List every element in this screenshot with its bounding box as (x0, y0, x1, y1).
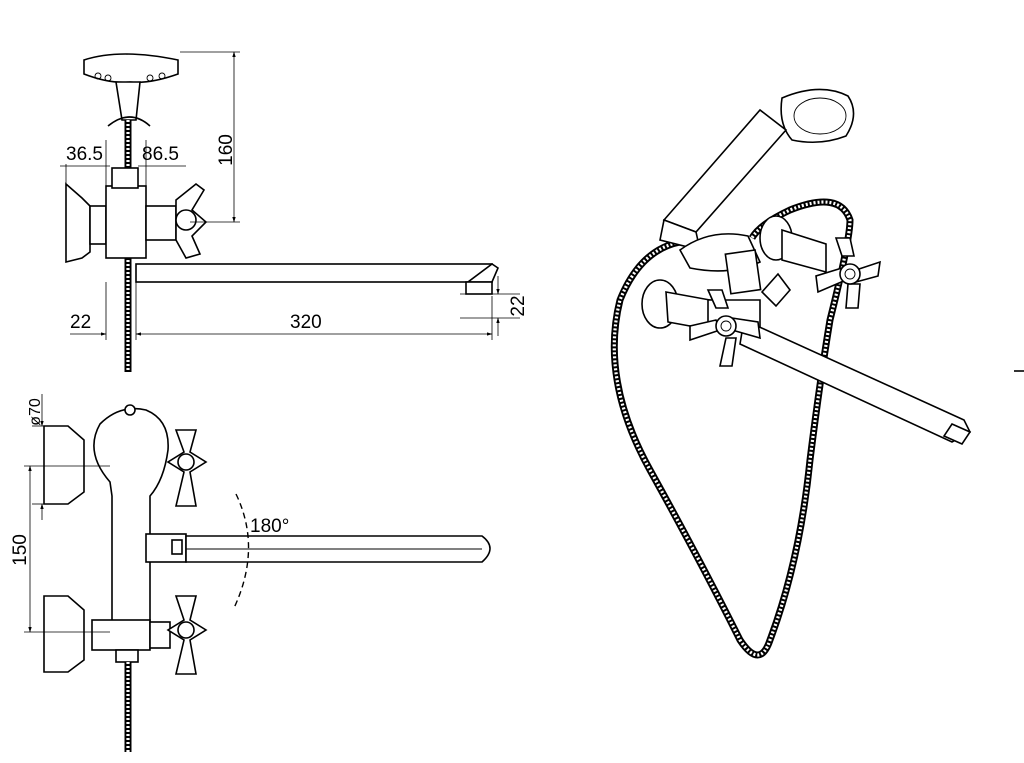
shower-hose (610, 198, 854, 659)
dim-spout-length: 320 (290, 312, 322, 333)
front-view: 180° ø70 150 (10, 394, 491, 752)
side-view: 160 36.5 86.5 22 320 22 (60, 51, 529, 372)
dim-left-offset: 36.5 (66, 144, 103, 165)
cross-handle-persp-left (689, 289, 761, 367)
dim-eccentric: ø70 (27, 398, 44, 426)
dim-shower-height: 160 (216, 134, 237, 166)
dim-spout-tip: 22 (508, 295, 529, 316)
dim-right-offset: 86.5 (142, 144, 179, 165)
shower-handset (659, 88, 855, 252)
cross-handle-side (175, 182, 208, 259)
perspective-view (610, 88, 972, 659)
wall-flange-side (65, 182, 91, 264)
mixer-body-front (93, 407, 169, 629)
dim-centre-distance: 150 (10, 534, 31, 566)
dim-spout-rotation: 180° (250, 516, 289, 537)
cross-handle-front-lower (166, 595, 208, 675)
dim-wall-gap: 22 (70, 312, 91, 333)
cross-handle-persp-right (815, 237, 881, 309)
cross-handle-front-upper (166, 429, 208, 507)
spout-perspective (739, 318, 972, 443)
diverter-knob (760, 272, 792, 308)
spout-side (135, 263, 493, 283)
